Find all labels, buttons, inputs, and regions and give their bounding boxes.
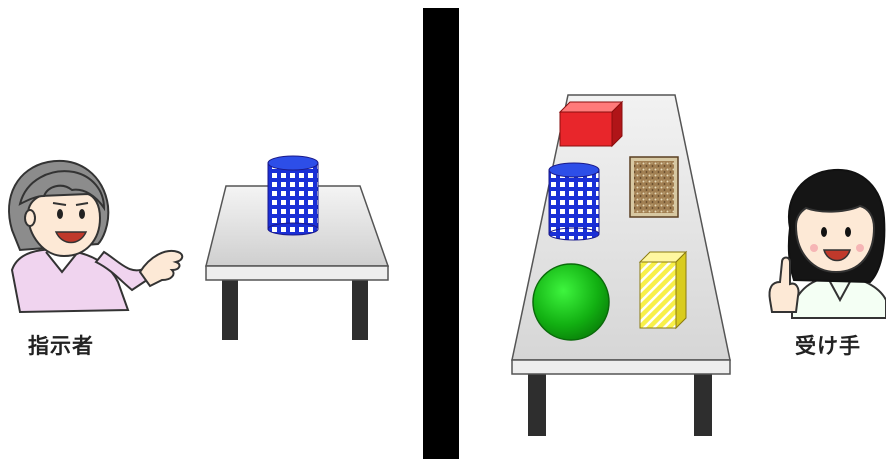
blue-cylinder-right (548, 162, 600, 241)
yellow-striped-box (638, 250, 688, 330)
green-sphere (532, 263, 610, 341)
instructor-label: 指示者 (28, 334, 94, 358)
instructor-figure (8, 159, 184, 314)
blue-cylinder-left (267, 155, 319, 236)
red-box (558, 100, 624, 148)
brown-textured-box (629, 156, 679, 218)
receiver-figure (768, 168, 886, 319)
receiver-label: 受け手 (795, 334, 861, 358)
right-table (511, 94, 731, 436)
divider-wall (423, 8, 459, 459)
